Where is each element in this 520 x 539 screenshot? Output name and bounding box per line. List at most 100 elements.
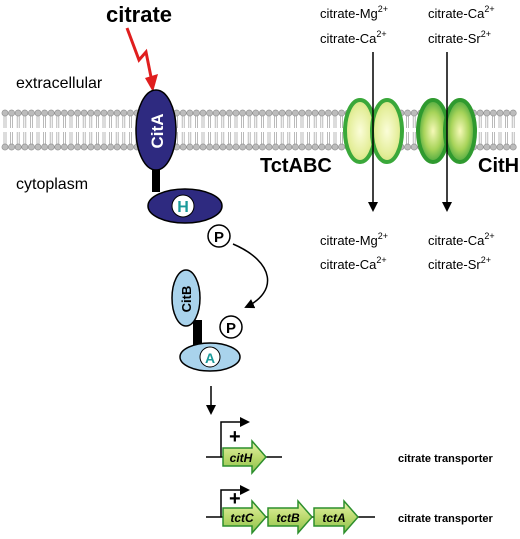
lipid-head bbox=[54, 143, 62, 151]
lipid-head bbox=[34, 143, 42, 151]
lipid-head bbox=[8, 109, 15, 117]
lipid-head bbox=[496, 143, 504, 151]
lipid-head bbox=[265, 143, 273, 151]
h-domain-label: H bbox=[177, 199, 189, 216]
lipid-head bbox=[212, 143, 220, 151]
lipid-head bbox=[41, 143, 48, 151]
lipid-head bbox=[305, 109, 312, 117]
lipid-head bbox=[311, 143, 319, 151]
tctabc-top-ion-1: citrate-Mg2+ bbox=[320, 4, 388, 21]
lipid-head bbox=[199, 143, 207, 151]
lipid-head bbox=[225, 143, 233, 151]
lipid-head bbox=[245, 143, 253, 151]
lipid-head bbox=[80, 109, 88, 117]
lipid-head bbox=[47, 143, 55, 151]
lipid-head bbox=[410, 109, 418, 117]
lipid-head bbox=[258, 109, 266, 117]
lipid-head bbox=[298, 143, 306, 151]
lipid-head bbox=[113, 143, 121, 151]
lipid-head bbox=[338, 109, 345, 117]
lipid-head bbox=[113, 109, 121, 117]
cith-bottom-ion-2: citrate-Sr2+ bbox=[428, 255, 491, 272]
lipid-head bbox=[239, 143, 246, 151]
operon2-label: citrate transporter bbox=[398, 513, 493, 525]
h-domain-circle bbox=[171, 194, 195, 218]
citb-label: CitB bbox=[179, 286, 194, 313]
tctabc-transporter bbox=[343, 98, 404, 164]
operon1-plus: + bbox=[229, 426, 241, 448]
lipid-head bbox=[483, 109, 491, 117]
lipid-head bbox=[206, 109, 213, 117]
tctabc-top-ion-2: citrate-Ca2+ bbox=[320, 29, 387, 46]
citrate-title: citrate bbox=[106, 2, 172, 27]
tctb-gene-arrow bbox=[267, 499, 313, 535]
lipid-head bbox=[298, 109, 306, 117]
lipid-head bbox=[67, 109, 75, 117]
lipid-head bbox=[192, 109, 200, 117]
lipid-head bbox=[258, 143, 266, 151]
lipid-head bbox=[14, 143, 22, 151]
lipid-head bbox=[107, 109, 114, 117]
lipid-head bbox=[272, 109, 279, 117]
lipid-head bbox=[338, 143, 345, 151]
lightning-arrowhead bbox=[145, 74, 158, 92]
lipid-head bbox=[291, 143, 299, 151]
citb-linker bbox=[193, 320, 202, 350]
lipid-head bbox=[74, 109, 81, 117]
lipid-head bbox=[107, 143, 114, 151]
lipid-head bbox=[278, 109, 286, 117]
lipid-head bbox=[27, 143, 35, 151]
lipid-head bbox=[61, 143, 68, 151]
phosphate-circle-2 bbox=[219, 315, 243, 339]
lipid-head bbox=[305, 143, 312, 151]
cith-gene-arrow bbox=[222, 439, 267, 475]
lipid-head bbox=[285, 143, 293, 151]
phosphate-label-2: P bbox=[226, 320, 236, 337]
operon2-plus: + bbox=[229, 488, 241, 510]
lipid-head bbox=[21, 143, 29, 151]
lipid-head bbox=[232, 143, 240, 151]
cita-label: CitA bbox=[148, 114, 167, 149]
lipid-head bbox=[503, 143, 510, 151]
lipid-head bbox=[278, 143, 286, 151]
phosphate-circle-1 bbox=[207, 224, 231, 248]
lipid-head bbox=[272, 143, 279, 151]
lipid-head bbox=[232, 109, 240, 117]
lipid-head bbox=[41, 109, 48, 117]
lipid-head bbox=[80, 143, 88, 151]
tcta-gene-label: tctA bbox=[322, 511, 345, 525]
cita-sensor-domain bbox=[135, 89, 177, 171]
lipid-head bbox=[21, 109, 29, 117]
lipid-head bbox=[1, 143, 9, 151]
lipid-head bbox=[87, 143, 95, 151]
cytoplasm-label: cytoplasm bbox=[16, 176, 88, 193]
lipid-head bbox=[404, 143, 411, 151]
cita-linker bbox=[152, 168, 160, 192]
lipid-head bbox=[252, 143, 260, 151]
lipid-head bbox=[199, 109, 207, 117]
lipid-head bbox=[509, 143, 517, 151]
citb-domain bbox=[171, 269, 201, 327]
lipid-head bbox=[245, 109, 253, 117]
operon-cith: + citH citrate transporter bbox=[206, 417, 493, 475]
lipid-head bbox=[8, 143, 15, 151]
lipid-head bbox=[324, 109, 332, 117]
tctb-gene-label: tctB bbox=[276, 511, 300, 525]
lipid-head bbox=[212, 109, 220, 117]
lipid-head bbox=[94, 143, 101, 151]
cith-label: CitH bbox=[478, 155, 519, 177]
cith-top-ion-1: citrate-Ca2+ bbox=[428, 4, 495, 21]
lipid-head bbox=[186, 109, 194, 117]
lipid-head bbox=[47, 109, 55, 117]
phosphotransfer-arrow bbox=[232, 243, 269, 309]
lipid-head bbox=[331, 143, 339, 151]
lipid-head bbox=[192, 143, 200, 151]
lipid-head bbox=[311, 109, 319, 117]
lipid-head bbox=[252, 109, 260, 117]
lipid-head bbox=[239, 109, 246, 117]
lipid-head bbox=[476, 109, 484, 117]
lipid-head bbox=[219, 109, 227, 117]
lipid-head bbox=[206, 143, 213, 151]
a-domain-circle bbox=[199, 346, 221, 368]
tctabc-label: TctABC bbox=[260, 155, 332, 177]
